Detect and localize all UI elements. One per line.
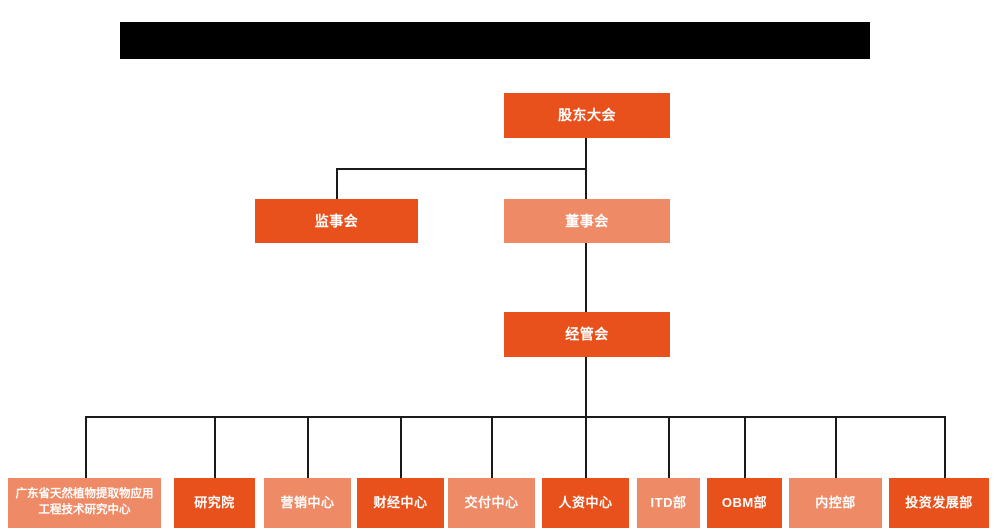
- connector-drop-internal-control-department: [835, 416, 837, 478]
- node-delivery-center[interactable]: 交付中心: [448, 478, 535, 528]
- connector-bus-level4: [85, 416, 944, 418]
- node-investment-development-department[interactable]: 投资发展部: [889, 478, 989, 528]
- node-marketing-center[interactable]: 营销中心: [264, 478, 351, 528]
- redacted-title-bar: [120, 22, 870, 59]
- connector-management-to-bus: [585, 357, 587, 417]
- connector-drop-research-institute: [214, 416, 216, 478]
- connector-drop-itd-department: [668, 416, 670, 478]
- node-board-of-supervisors[interactable]: 监事会: [255, 199, 418, 243]
- connector-drop-investment-development-department: [944, 416, 946, 478]
- connector-bus-level2: [336, 168, 587, 170]
- connector-bus-to-supervisors: [336, 168, 338, 199]
- connector-bus-to-directors: [585, 168, 587, 199]
- node-internal-control-department[interactable]: 内控部: [789, 478, 882, 528]
- node-research-institute[interactable]: 研究院: [174, 478, 255, 528]
- connector-drop-finance-center: [400, 416, 402, 478]
- connector-drop-gd-plant-extract-center: [85, 416, 87, 478]
- node-board-of-directors[interactable]: 董事会: [504, 199, 670, 243]
- connector-directors-to-management: [585, 243, 587, 312]
- node-hr-center[interactable]: 人资中心: [542, 478, 629, 528]
- node-management-committee[interactable]: 经管会: [504, 312, 670, 357]
- connector-drop-hr-center: [585, 416, 587, 478]
- node-gd-plant-extract-center[interactable]: 广东省天然植物提取物应用工程技术研究中心: [8, 478, 161, 528]
- node-obm-department[interactable]: OBM部: [707, 478, 782, 528]
- connector-drop-obm-department: [744, 416, 746, 478]
- connector-shareholders-to-bus: [585, 138, 587, 169]
- node-finance-center[interactable]: 财经中心: [357, 478, 444, 528]
- node-itd-department[interactable]: ITD部: [637, 478, 700, 528]
- connector-drop-delivery-center: [491, 416, 493, 478]
- connector-drop-marketing-center: [307, 416, 309, 478]
- node-shareholders-meeting[interactable]: 股东大会: [504, 93, 670, 138]
